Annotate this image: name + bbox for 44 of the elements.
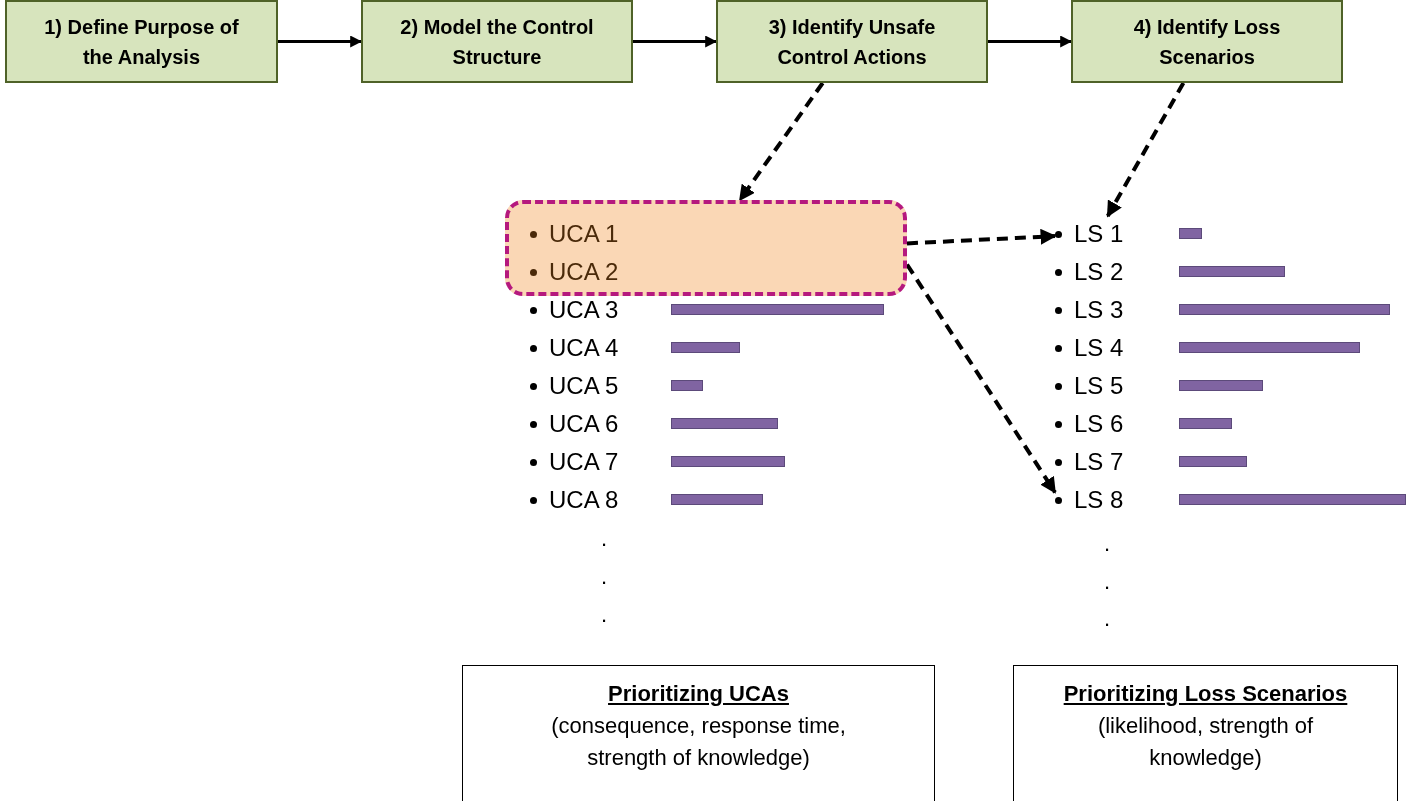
note-box: [1013, 665, 1398, 801]
item-label: LS 4: [1074, 336, 1124, 360]
item-label: UCA 4: [549, 336, 619, 360]
item-label: UCA 7: [549, 450, 619, 474]
item-label: UCA 1: [549, 222, 619, 246]
item-label: LS 2: [1074, 260, 1124, 284]
arrow: [633, 35, 718, 48]
item-label: LS 1: [1074, 222, 1124, 246]
ellipsis-dot: .: [1104, 533, 1111, 555]
item-label: UCA 6: [549, 412, 619, 436]
ellipsis-dot: .: [1104, 571, 1111, 593]
arrow: [738, 81, 825, 202]
note-heading: Prioritizing UCAs: [608, 680, 789, 708]
note-heading: Prioritizing Loss Scenarios: [1063, 680, 1348, 708]
process-box: [1071, 0, 1343, 83]
process-box: [5, 0, 278, 83]
item-label: LS 3: [1074, 298, 1124, 322]
ellipsis-dot: .: [601, 528, 608, 550]
arrow: [905, 263, 1057, 494]
note-text: (likelihood, strength of knowledge): [1096, 711, 1315, 772]
step-label: 4) Identify Loss Scenarios: [1132, 14, 1282, 70]
step-label: 3) Identify Unsafe Control Actions: [767, 14, 937, 70]
process-box: [716, 0, 988, 83]
process-box: [361, 0, 633, 83]
item-label: UCA 8: [549, 488, 619, 512]
note-text: (consequence, response time, strength of knowledge): [550, 711, 847, 772]
item-label: LS 8: [1074, 488, 1124, 512]
item-label: LS 7: [1074, 450, 1124, 474]
item-label: UCA 5: [549, 374, 619, 398]
item-label: UCA 3: [549, 298, 619, 322]
arrow: [988, 35, 1073, 48]
arrow: [906, 228, 1057, 246]
note-box: [462, 665, 935, 801]
ellipsis-dot: .: [1104, 608, 1111, 630]
arrow: [278, 35, 363, 48]
arrow: [1106, 82, 1186, 218]
item-label: LS 6: [1074, 412, 1124, 436]
step-label: 1) Define Purpose of the Analysis: [43, 14, 240, 70]
step-label: 2) Model the Control Structure: [399, 14, 595, 70]
highlight-box: [505, 200, 907, 296]
item-label: LS 5: [1074, 374, 1124, 398]
ellipsis-dot: .: [601, 566, 608, 588]
item-label: UCA 2: [549, 260, 619, 284]
ellipsis-dot: .: [601, 604, 608, 626]
